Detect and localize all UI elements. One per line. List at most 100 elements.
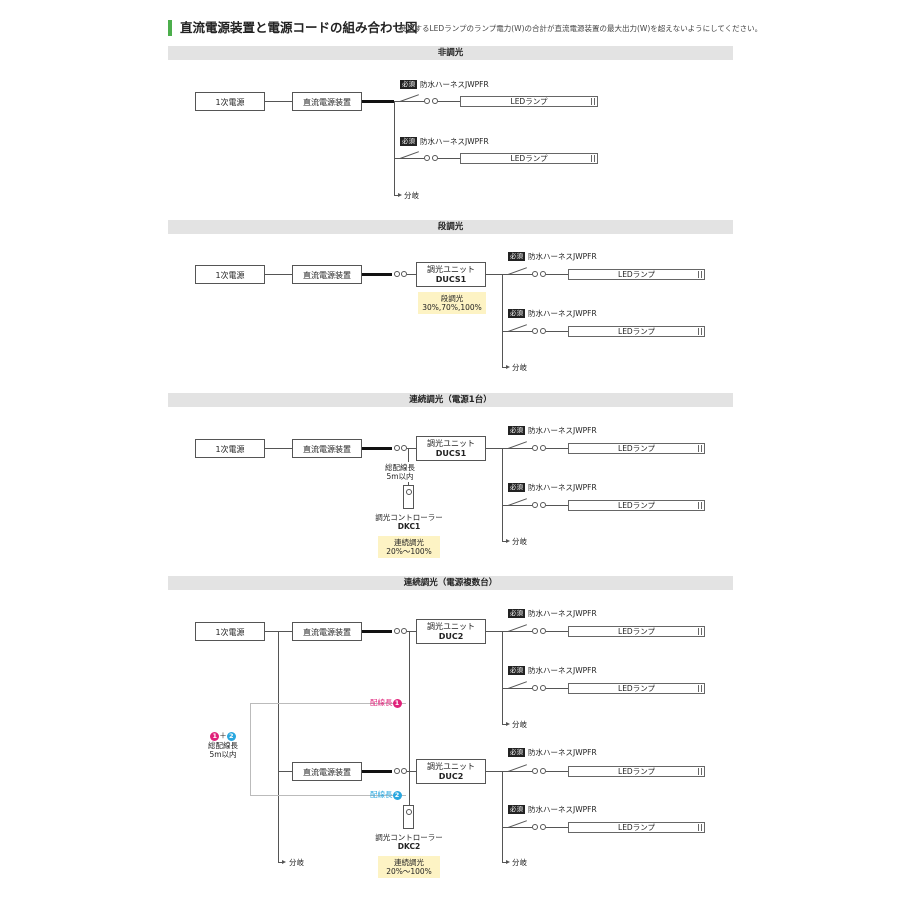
connector-icon [532, 628, 538, 634]
harness-name: 防水ハーネスJWPFR [528, 426, 597, 435]
branch-label: 分岐 [289, 858, 304, 867]
wire [278, 771, 292, 772]
branch-line [502, 274, 503, 368]
badge-2: 2 [392, 791, 402, 800]
harness-label: 必須防水ハーネスJWPFR [508, 426, 597, 436]
total-length-label: 総配線長 [208, 741, 238, 750]
wire [407, 631, 416, 632]
harness-label: 必須防水ハーネスJWPFR [508, 609, 597, 619]
wiring-length-2-label: 配線長 [370, 790, 393, 799]
mode-label: 連続調光 [394, 858, 424, 867]
harness-label: 必須防水ハーネスJWPFR [508, 252, 597, 262]
wire [278, 862, 283, 863]
wire [502, 771, 532, 772]
led-lamp: LEDランプ [568, 683, 705, 694]
connector-icon [532, 768, 538, 774]
power-cord [362, 100, 394, 103]
dc-power-box: 直流電源装置 [292, 265, 362, 284]
wire [502, 448, 532, 449]
page-title: 直流電源装置と電源コードの組み合わせ図 [168, 20, 418, 36]
connector-icon [401, 628, 407, 634]
branch-label: 分岐 [512, 363, 527, 372]
dc-power-box: 直流電源装置 [292, 439, 362, 458]
wire [546, 331, 568, 332]
wire [502, 367, 507, 368]
levels-label: 30%,70%,100% [422, 303, 482, 312]
wire [407, 771, 416, 772]
primary-branch-line [278, 631, 279, 862]
power-cord [362, 770, 392, 773]
branch-line [394, 101, 395, 196]
branch-line [502, 448, 503, 542]
wire [546, 505, 568, 506]
harness-label: 必須防水ハーネスJWPFR [508, 748, 597, 758]
led-lamp: LEDランプ [460, 153, 598, 164]
harness-name: 防水ハーネスJWPFR [528, 748, 597, 757]
connector-icon [424, 155, 430, 161]
dimming-unit-label: 調光ユニット [427, 762, 475, 771]
arrow-icon [506, 860, 510, 864]
section-header-continuous-multiple: 連続調光（電源複数台） [168, 576, 733, 590]
range-label: 20%〜100% [386, 547, 432, 556]
connector-icon [532, 328, 538, 334]
required-badge: 必須 [508, 252, 525, 261]
wire [265, 274, 292, 275]
wire [502, 631, 532, 632]
connector-icon [424, 98, 430, 104]
connector-icon [532, 502, 538, 508]
dimming-unit-label: 調光ユニット [427, 622, 475, 631]
controller-icon [403, 485, 414, 509]
power-cord [362, 630, 392, 633]
control-wire [408, 482, 409, 485]
wire [407, 448, 416, 449]
primary-power-box: 1次電源 [195, 92, 265, 111]
control-wire [409, 631, 410, 805]
connector-icon [532, 685, 538, 691]
connector-icon [540, 271, 546, 277]
connector-icon [432, 155, 438, 161]
required-badge: 必須 [400, 80, 417, 89]
dc-power-box: 直流電源装置 [292, 762, 362, 781]
led-lamp: LEDランプ [568, 443, 705, 454]
within-5m-label: 5m以内 [386, 472, 414, 481]
wire [502, 827, 532, 828]
required-badge: 必須 [508, 309, 525, 318]
section-header-continuous-single: 連続調光（電源1台） [168, 393, 733, 407]
connector-icon [394, 628, 400, 634]
connector-icon [401, 768, 407, 774]
harness-name: 防水ハーネスJWPFR [420, 80, 489, 89]
connector-icon [401, 271, 407, 277]
wire [502, 331, 532, 332]
control-wire [408, 448, 409, 462]
required-badge: 必須 [508, 483, 525, 492]
wire [394, 101, 424, 102]
required-badge: 必須 [508, 426, 525, 435]
dimming-unit-label: 調光ユニット [427, 439, 475, 448]
branch-line [502, 631, 503, 725]
power-cord [362, 273, 392, 276]
controller-icon [403, 805, 414, 829]
dc-power-box: 直流電源装置 [292, 622, 362, 641]
wire [502, 862, 507, 863]
range-label: 20%〜100% [386, 867, 432, 876]
length-guide [250, 795, 406, 796]
arrow-icon [398, 193, 402, 197]
wire [546, 274, 568, 275]
harness-label: 必須防水ハーネスJWPFR [508, 805, 597, 815]
mode-label: 連続調光 [394, 538, 424, 547]
connector-icon [540, 628, 546, 634]
branch-label: 分岐 [512, 537, 527, 546]
led-lamp: LEDランプ [568, 626, 705, 637]
connector-icon [540, 445, 546, 451]
led-lamp: LEDランプ [568, 500, 705, 511]
